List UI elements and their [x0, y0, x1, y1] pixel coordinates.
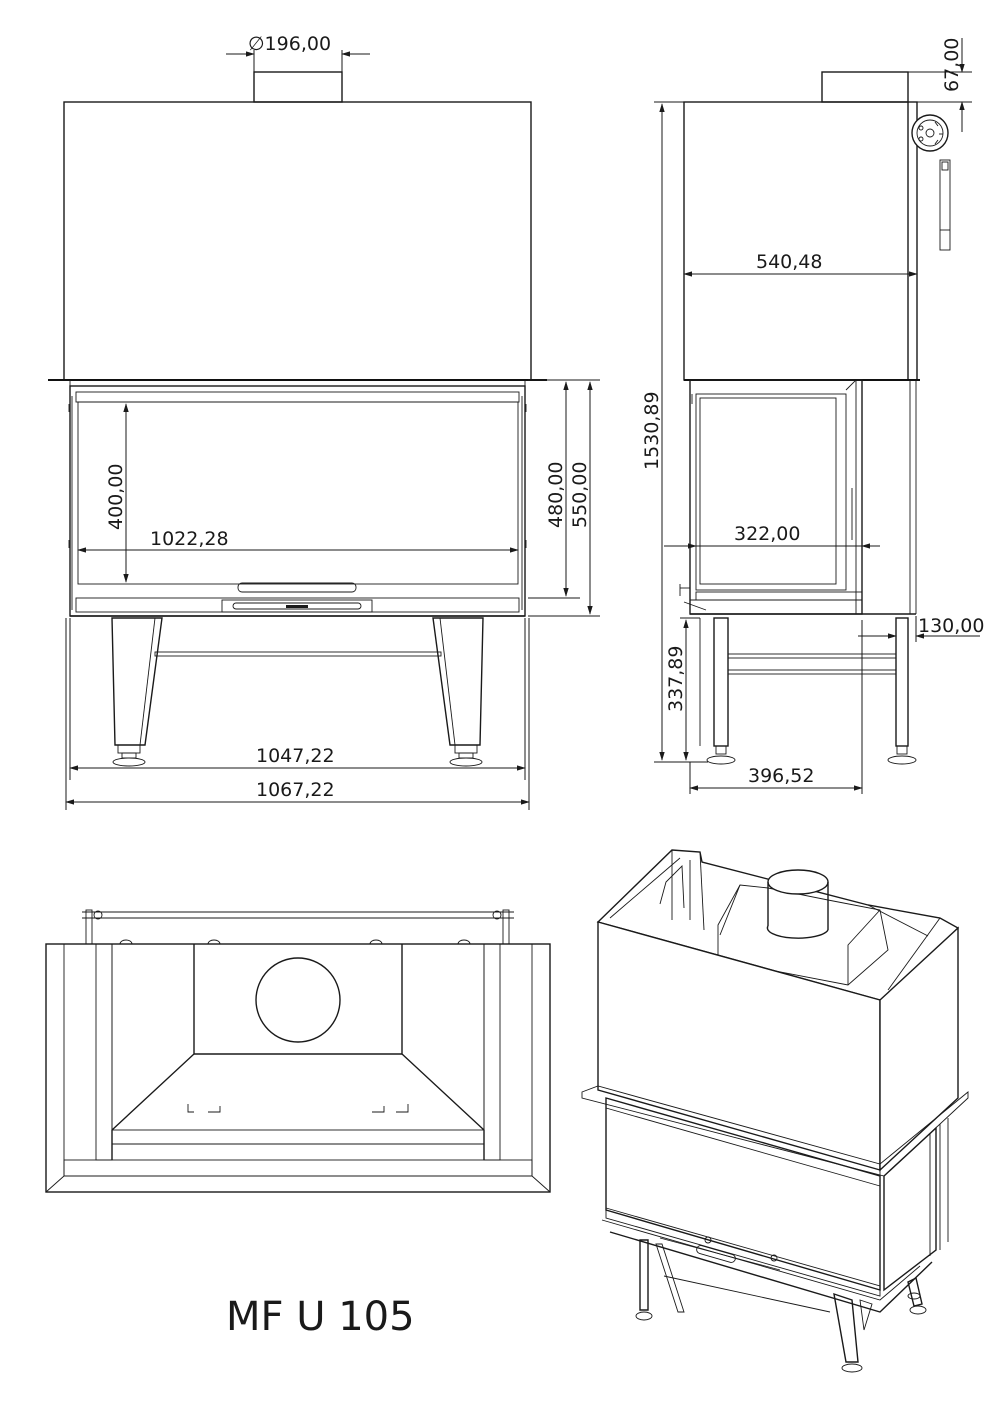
front-legs	[111, 617, 484, 767]
dim-side-offset-label: 130,00	[918, 615, 984, 637]
dim-flue-diameter-label: ∅196,00	[248, 33, 331, 55]
damper-handle-icon	[911, 114, 951, 251]
model-title: MF U 105	[226, 1294, 415, 1340]
dim-total-height: 1530,89	[641, 101, 708, 763]
dim-width-inner-label: 1047,22	[256, 745, 335, 767]
dim-top-offset-label: 67,00	[941, 38, 963, 92]
dim-leg-span: 396,52	[689, 620, 863, 794]
dim-width-outer-label: 1067,22	[256, 779, 335, 801]
dim-opening-width-label: 1022,28	[150, 528, 229, 550]
dim-side-offset: 130,00	[858, 615, 984, 642]
dim-opening-width: 1022,28	[77, 528, 519, 553]
iso-flue-collar	[766, 869, 829, 939]
dim-door-height-label: 480,00	[545, 462, 567, 528]
dim-door-body-height: 480,00 550,00	[528, 379, 600, 617]
side-legs	[699, 617, 917, 765]
dim-leg-height: 337,89	[665, 617, 700, 761]
dim-opening-height: 400,00	[105, 403, 129, 583]
front-flue-collar	[253, 71, 343, 103]
front-glass-opening	[77, 401, 519, 585]
dim-opening-depth: 322,00	[664, 523, 880, 549]
dim-leg-span-label: 396,52	[748, 765, 814, 787]
side-view: 67,00 540,48 1530,89 322,00 130,00	[641, 38, 984, 794]
dim-opening-depth-label: 322,00	[734, 523, 800, 545]
dim-hood-depth-label: 540,48	[756, 251, 822, 273]
dim-total-height-label: 1530,89	[641, 391, 663, 470]
front-hood	[63, 101, 532, 381]
side-hood	[683, 101, 918, 381]
iso-legs	[635, 1239, 927, 1373]
dim-opening-height-label: 400,00	[105, 464, 127, 530]
front-door-handle	[237, 582, 357, 593]
front-firebox	[69, 385, 526, 617]
dim-flue-diameter: ∅196,00	[226, 33, 370, 72]
dim-front-widths: 1047,22 1067,22	[65, 618, 530, 810]
dim-hood-depth: 540,48	[683, 251, 918, 277]
front-view: ∅196,00 1022,28 400,00 480,00 550,00	[48, 33, 600, 810]
dim-top-offset: 67,00	[908, 38, 972, 132]
top-view	[45, 909, 551, 1193]
isometric-view	[581, 849, 969, 1373]
top-outer-frame	[45, 943, 551, 1193]
side-flue-collar	[821, 71, 909, 103]
dim-leg-height-label: 337,89	[665, 646, 687, 712]
dim-body-height-label: 550,00	[569, 462, 591, 528]
flue-collar-icon	[255, 957, 341, 1043]
